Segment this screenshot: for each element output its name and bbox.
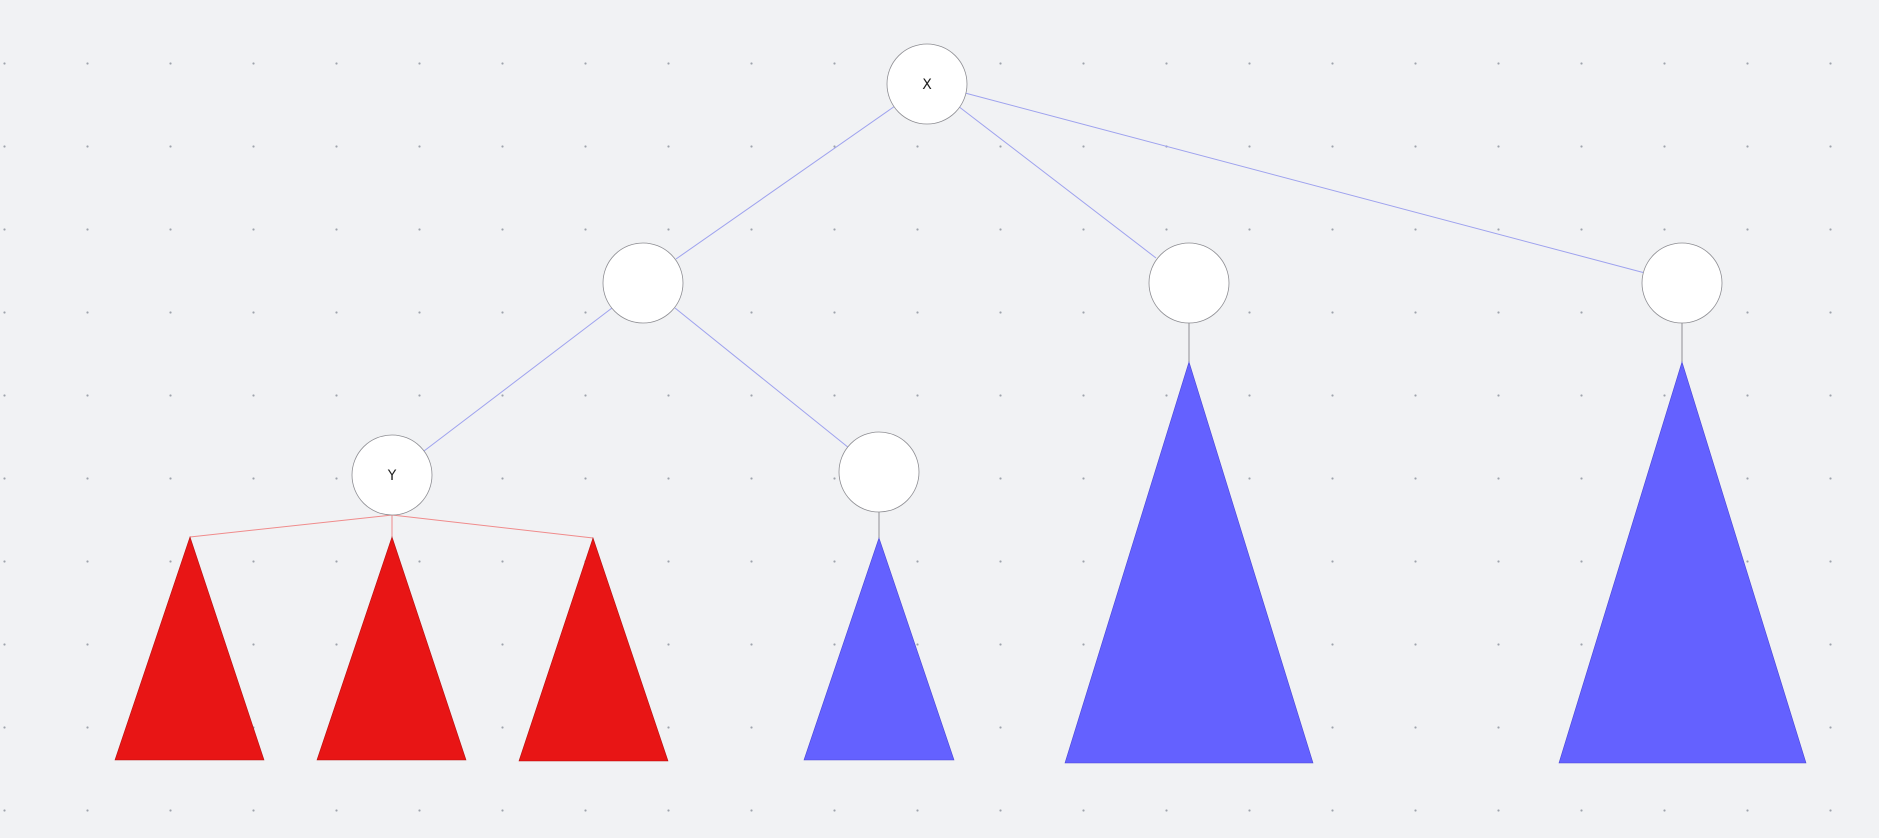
edge-y-to-red-subtree-right xyxy=(391,514,594,539)
edge-left-child-to-y xyxy=(423,307,613,452)
red-subtree-right xyxy=(518,537,669,762)
node-middle-child[interactable] xyxy=(1148,242,1230,324)
red-subtree-left xyxy=(114,536,265,761)
blue-subtree-right xyxy=(1558,360,1807,764)
edge-root-to-right-child xyxy=(964,92,1646,274)
edge-y-to-red-subtree-left xyxy=(189,514,393,538)
red-subtree-middle xyxy=(316,536,467,761)
blue-subtree-middle xyxy=(1064,360,1314,764)
node-y[interactable]: Y xyxy=(351,434,433,516)
node-right-child[interactable] xyxy=(1641,242,1723,324)
blue-subtree-small xyxy=(803,537,955,761)
node-left-child[interactable] xyxy=(602,242,684,324)
node-root-label: X xyxy=(922,77,932,93)
edge-left-child-to-leaf-node xyxy=(674,307,850,449)
edge-root-to-middle-child xyxy=(957,105,1157,259)
node-root[interactable]: X xyxy=(886,43,968,125)
node-y-label: Y xyxy=(387,468,397,484)
edge-root-to-left-child xyxy=(675,105,896,260)
node-leaf-parent[interactable] xyxy=(838,431,920,513)
